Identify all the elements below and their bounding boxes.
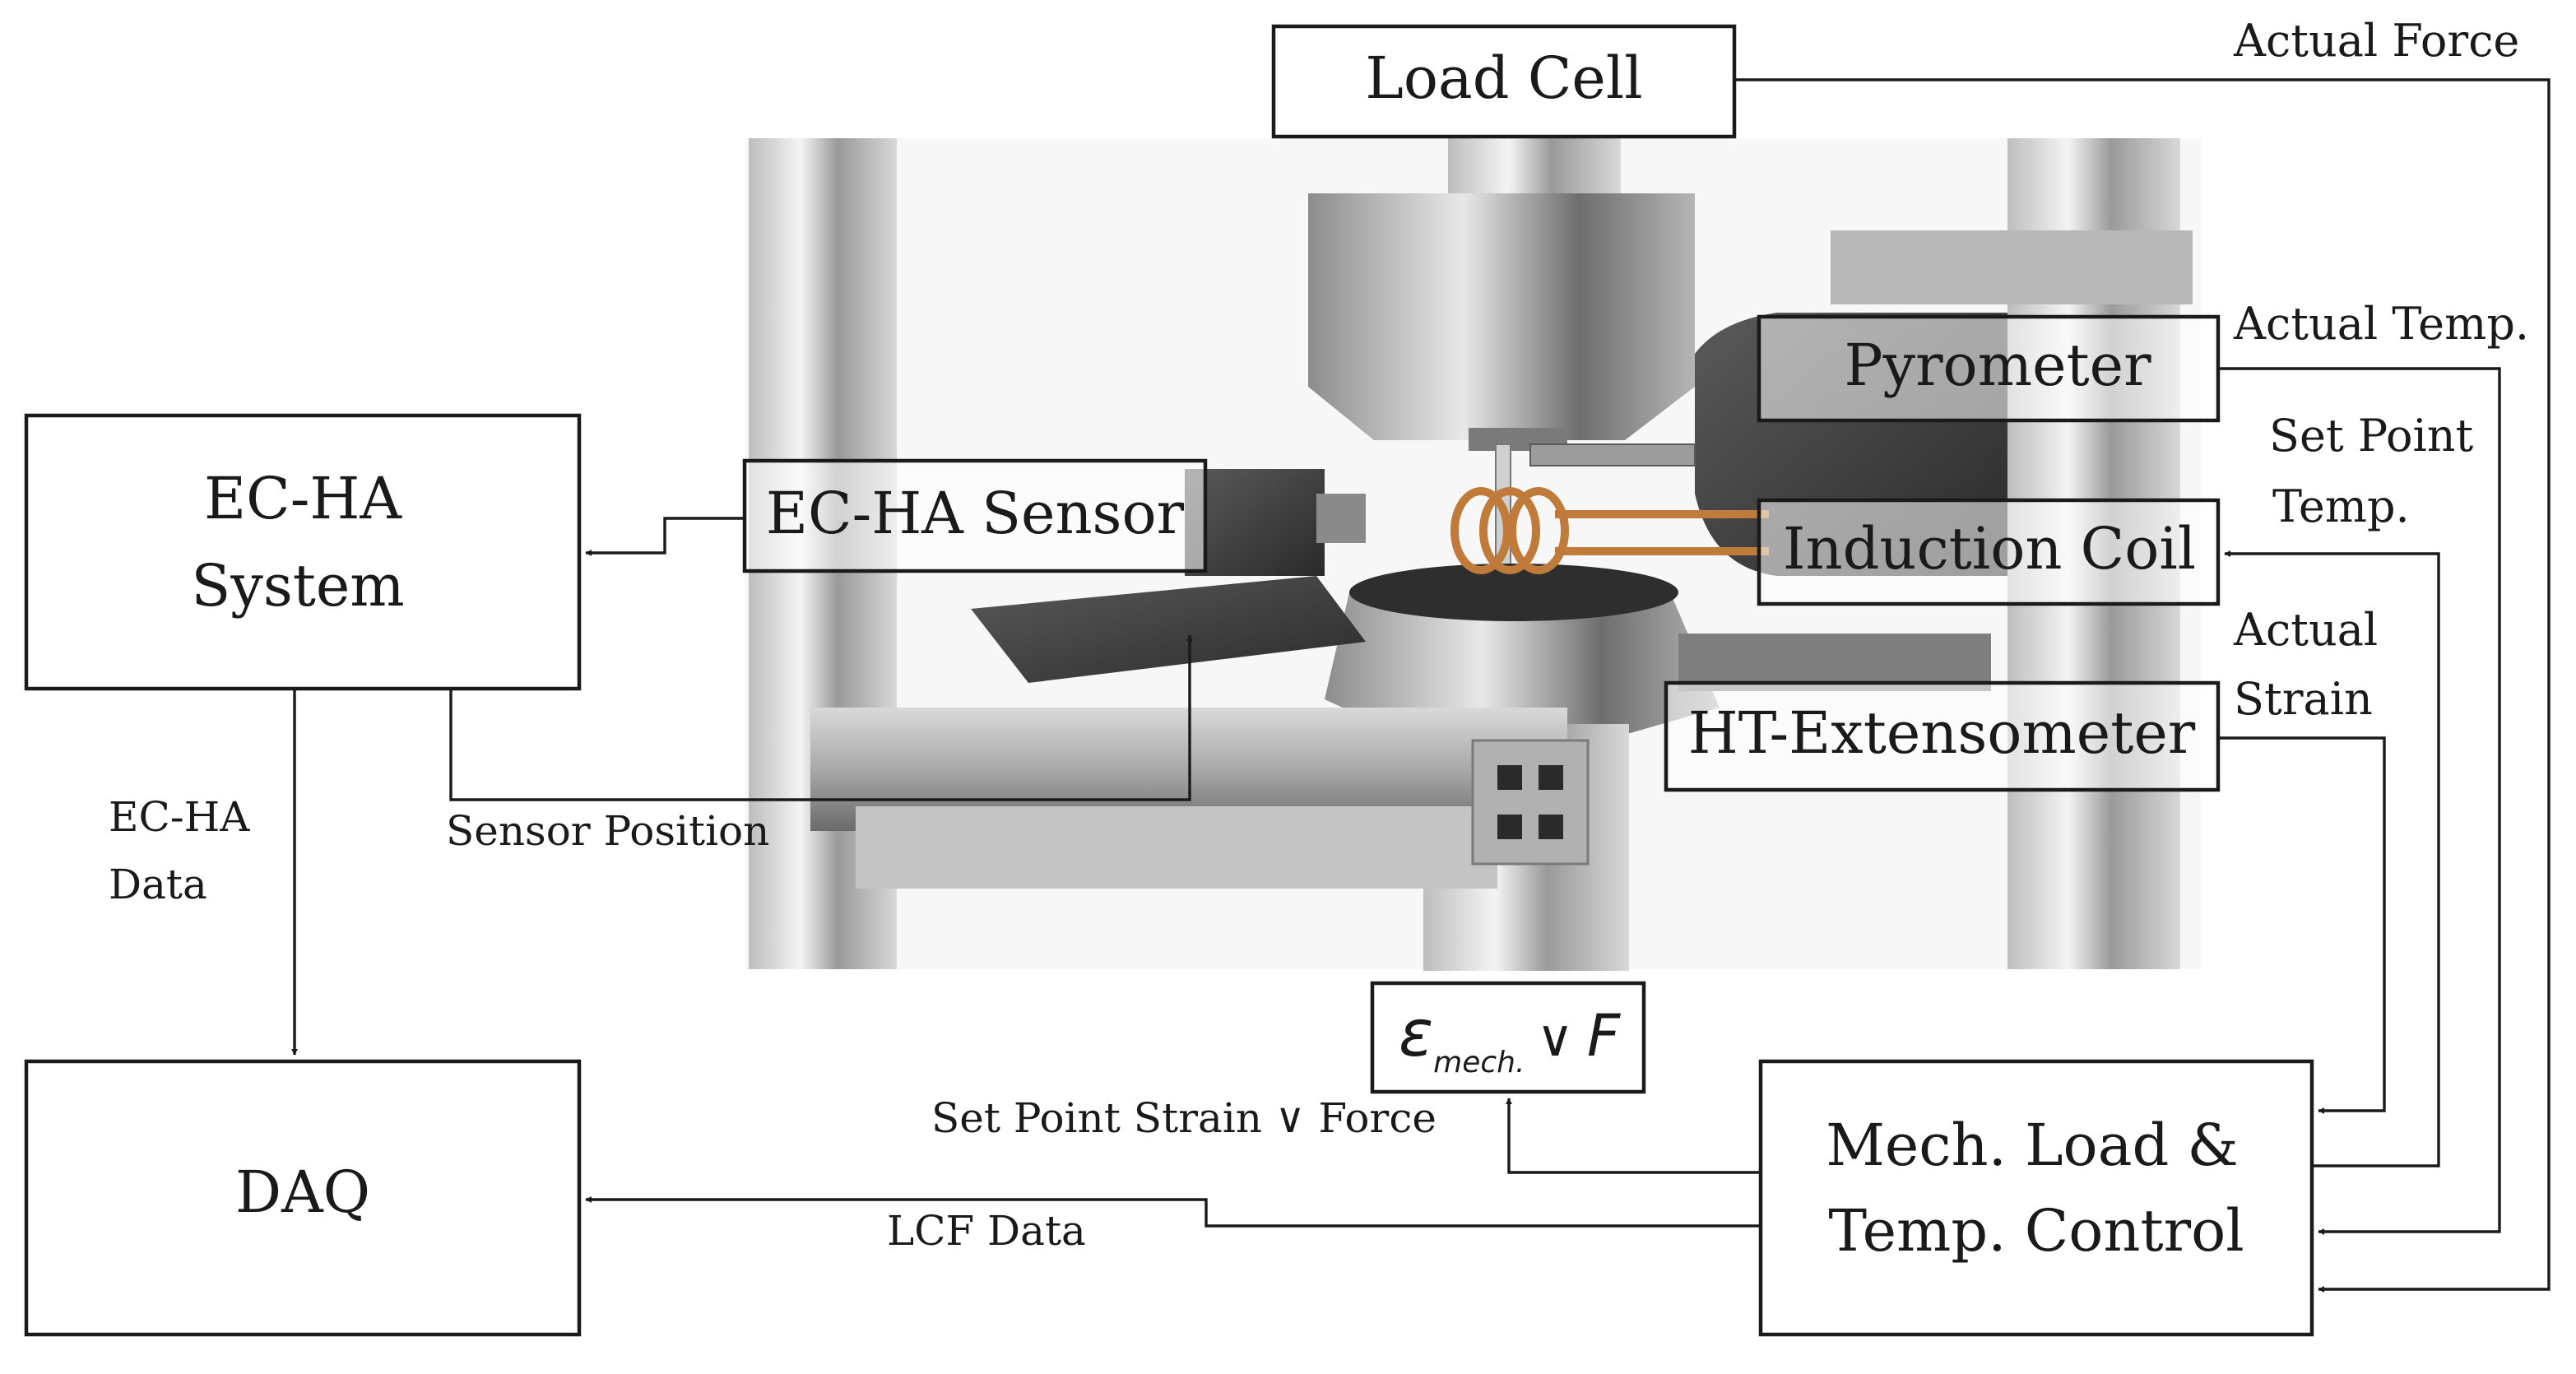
set-point-temp-line [2224, 550, 2440, 1167]
force-symbol: F [1587, 1002, 1622, 1070]
control-mode-expression: εmech. ∨F [1399, 997, 1622, 1079]
sensor-position-label: Sensor Position [446, 807, 769, 855]
sensor-position-line [449, 634, 1193, 801]
extensometer-label: HT-Extensometer [1688, 699, 2196, 767]
daq-label: DAQ [235, 1158, 370, 1226]
echa-data-label-line2: Data [109, 861, 207, 908]
daq-block: DAQ [24, 1059, 582, 1337]
echa-sensor-label: EC-HA Sensor [766, 480, 1185, 547]
lcf-data-label: LCF Data [887, 1207, 1086, 1255]
actual-temp-line [2218, 367, 2501, 1235]
control-mode-block: εmech. ∨F [1370, 981, 1646, 1094]
strain-symbol: ε [1399, 997, 1433, 1071]
set-point-strain-force-label: Set Point Strain ∨ Force [931, 1094, 1437, 1142]
strain-subscript: mech. [1433, 1046, 1525, 1079]
induction-coil-block: Induction Coil [1757, 498, 2221, 606]
set-point-strain-force-line [1506, 1098, 1761, 1174]
control-label-line1: Mech. Load & [1826, 1112, 2239, 1179]
echa-signal-line [585, 517, 745, 556]
actual-temp-label: Actual Temp. [2233, 298, 2529, 350]
actual-strain-label-line1: Actual [2233, 604, 2378, 656]
load-cell-block: Load Cell [1271, 24, 1737, 139]
control-block: Mech. Load & Temp. Control [1758, 1059, 2314, 1337]
extensometer-block: HT-Extensometer [1664, 680, 2221, 792]
set-point-temp-label-line1: Set Point [2269, 410, 2474, 462]
lower-grip [1325, 592, 1720, 740]
echa-data-label-line1: EC-HA [109, 793, 250, 841]
echa-system-block: EC-HA System [24, 413, 582, 691]
lcf-data-line [585, 1196, 1761, 1228]
actual-strain-label-line2: Strain [2234, 673, 2373, 725]
load-cell-label: Load Cell [1365, 44, 1642, 112]
actual-strain-line [2218, 736, 2386, 1114]
echa-system-label-line1: EC-HA [204, 465, 402, 532]
upper-piston [1448, 138, 1621, 204]
echa-probe-body [1185, 469, 1325, 576]
echa-system-label-line2: System [191, 552, 404, 620]
pyrometer-housing [1831, 230, 2193, 304]
pyrometer-label: Pyrometer [1844, 332, 2151, 399]
induction-coil-illustration [1450, 487, 1769, 574]
or-operator: ∨ [1536, 1008, 1573, 1068]
actual-force-line [1734, 78, 2550, 1293]
pyrometer-block: Pyrometer [1757, 314, 2221, 423]
induction-coil-label: Induction Coil [1783, 515, 2196, 583]
extensometer-arms [1529, 443, 1696, 467]
upper-grip-head [1308, 193, 1695, 440]
control-label-line2: Temp. Control [1828, 1197, 2244, 1265]
sensor-slide [971, 576, 1366, 683]
set-point-temp-label-line2: Temp. [2272, 480, 2410, 532]
echa-sensor-block: EC-HA Sensor [742, 458, 1208, 573]
actual-force-label: Actual Force [2233, 15, 2519, 67]
